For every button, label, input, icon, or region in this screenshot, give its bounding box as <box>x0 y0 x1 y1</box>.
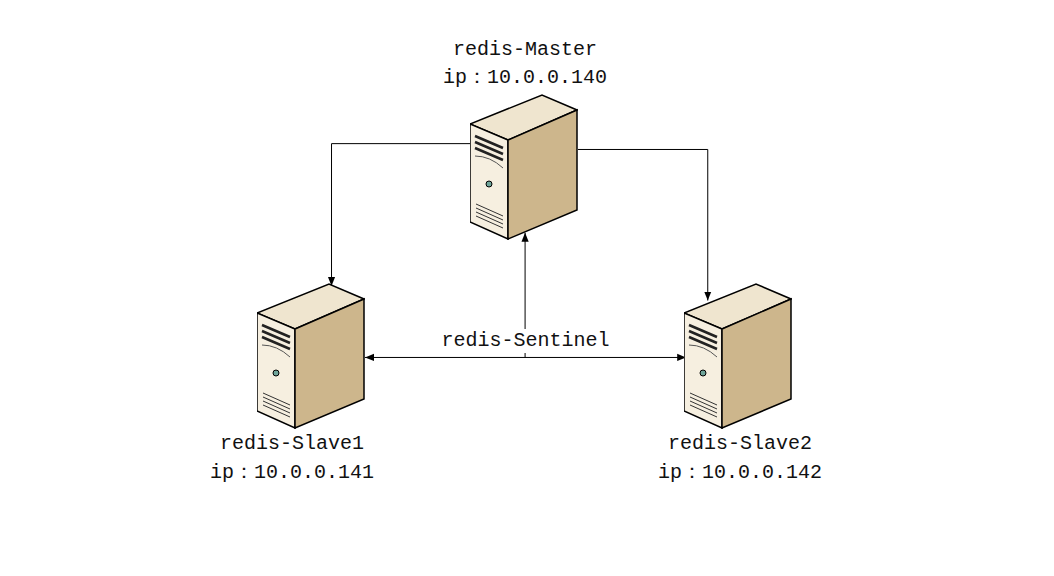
server-name: redis-Slave2 <box>668 432 812 456</box>
server-node: redis-Masterip：10.0.0.140 <box>470 94 578 240</box>
server-node: redis-Slave1ip：10.0.0.141 <box>257 283 365 429</box>
server-ip: ip：10.0.0.140 <box>443 66 607 90</box>
server-name: redis-Slave1 <box>220 432 364 456</box>
server-ip: ip：10.0.0.142 <box>658 461 822 485</box>
connector <box>578 149 708 300</box>
edge-label: redis-Sentinel <box>439 329 613 353</box>
server-ip: ip：10.0.0.141 <box>210 461 374 485</box>
server-icon <box>257 283 365 429</box>
server-name: redis-Master <box>453 38 597 62</box>
connector <box>332 144 473 286</box>
server-icon <box>684 283 792 429</box>
server-icon <box>470 94 578 240</box>
server-node: redis-Slave2ip：10.0.0.142 <box>684 283 792 429</box>
